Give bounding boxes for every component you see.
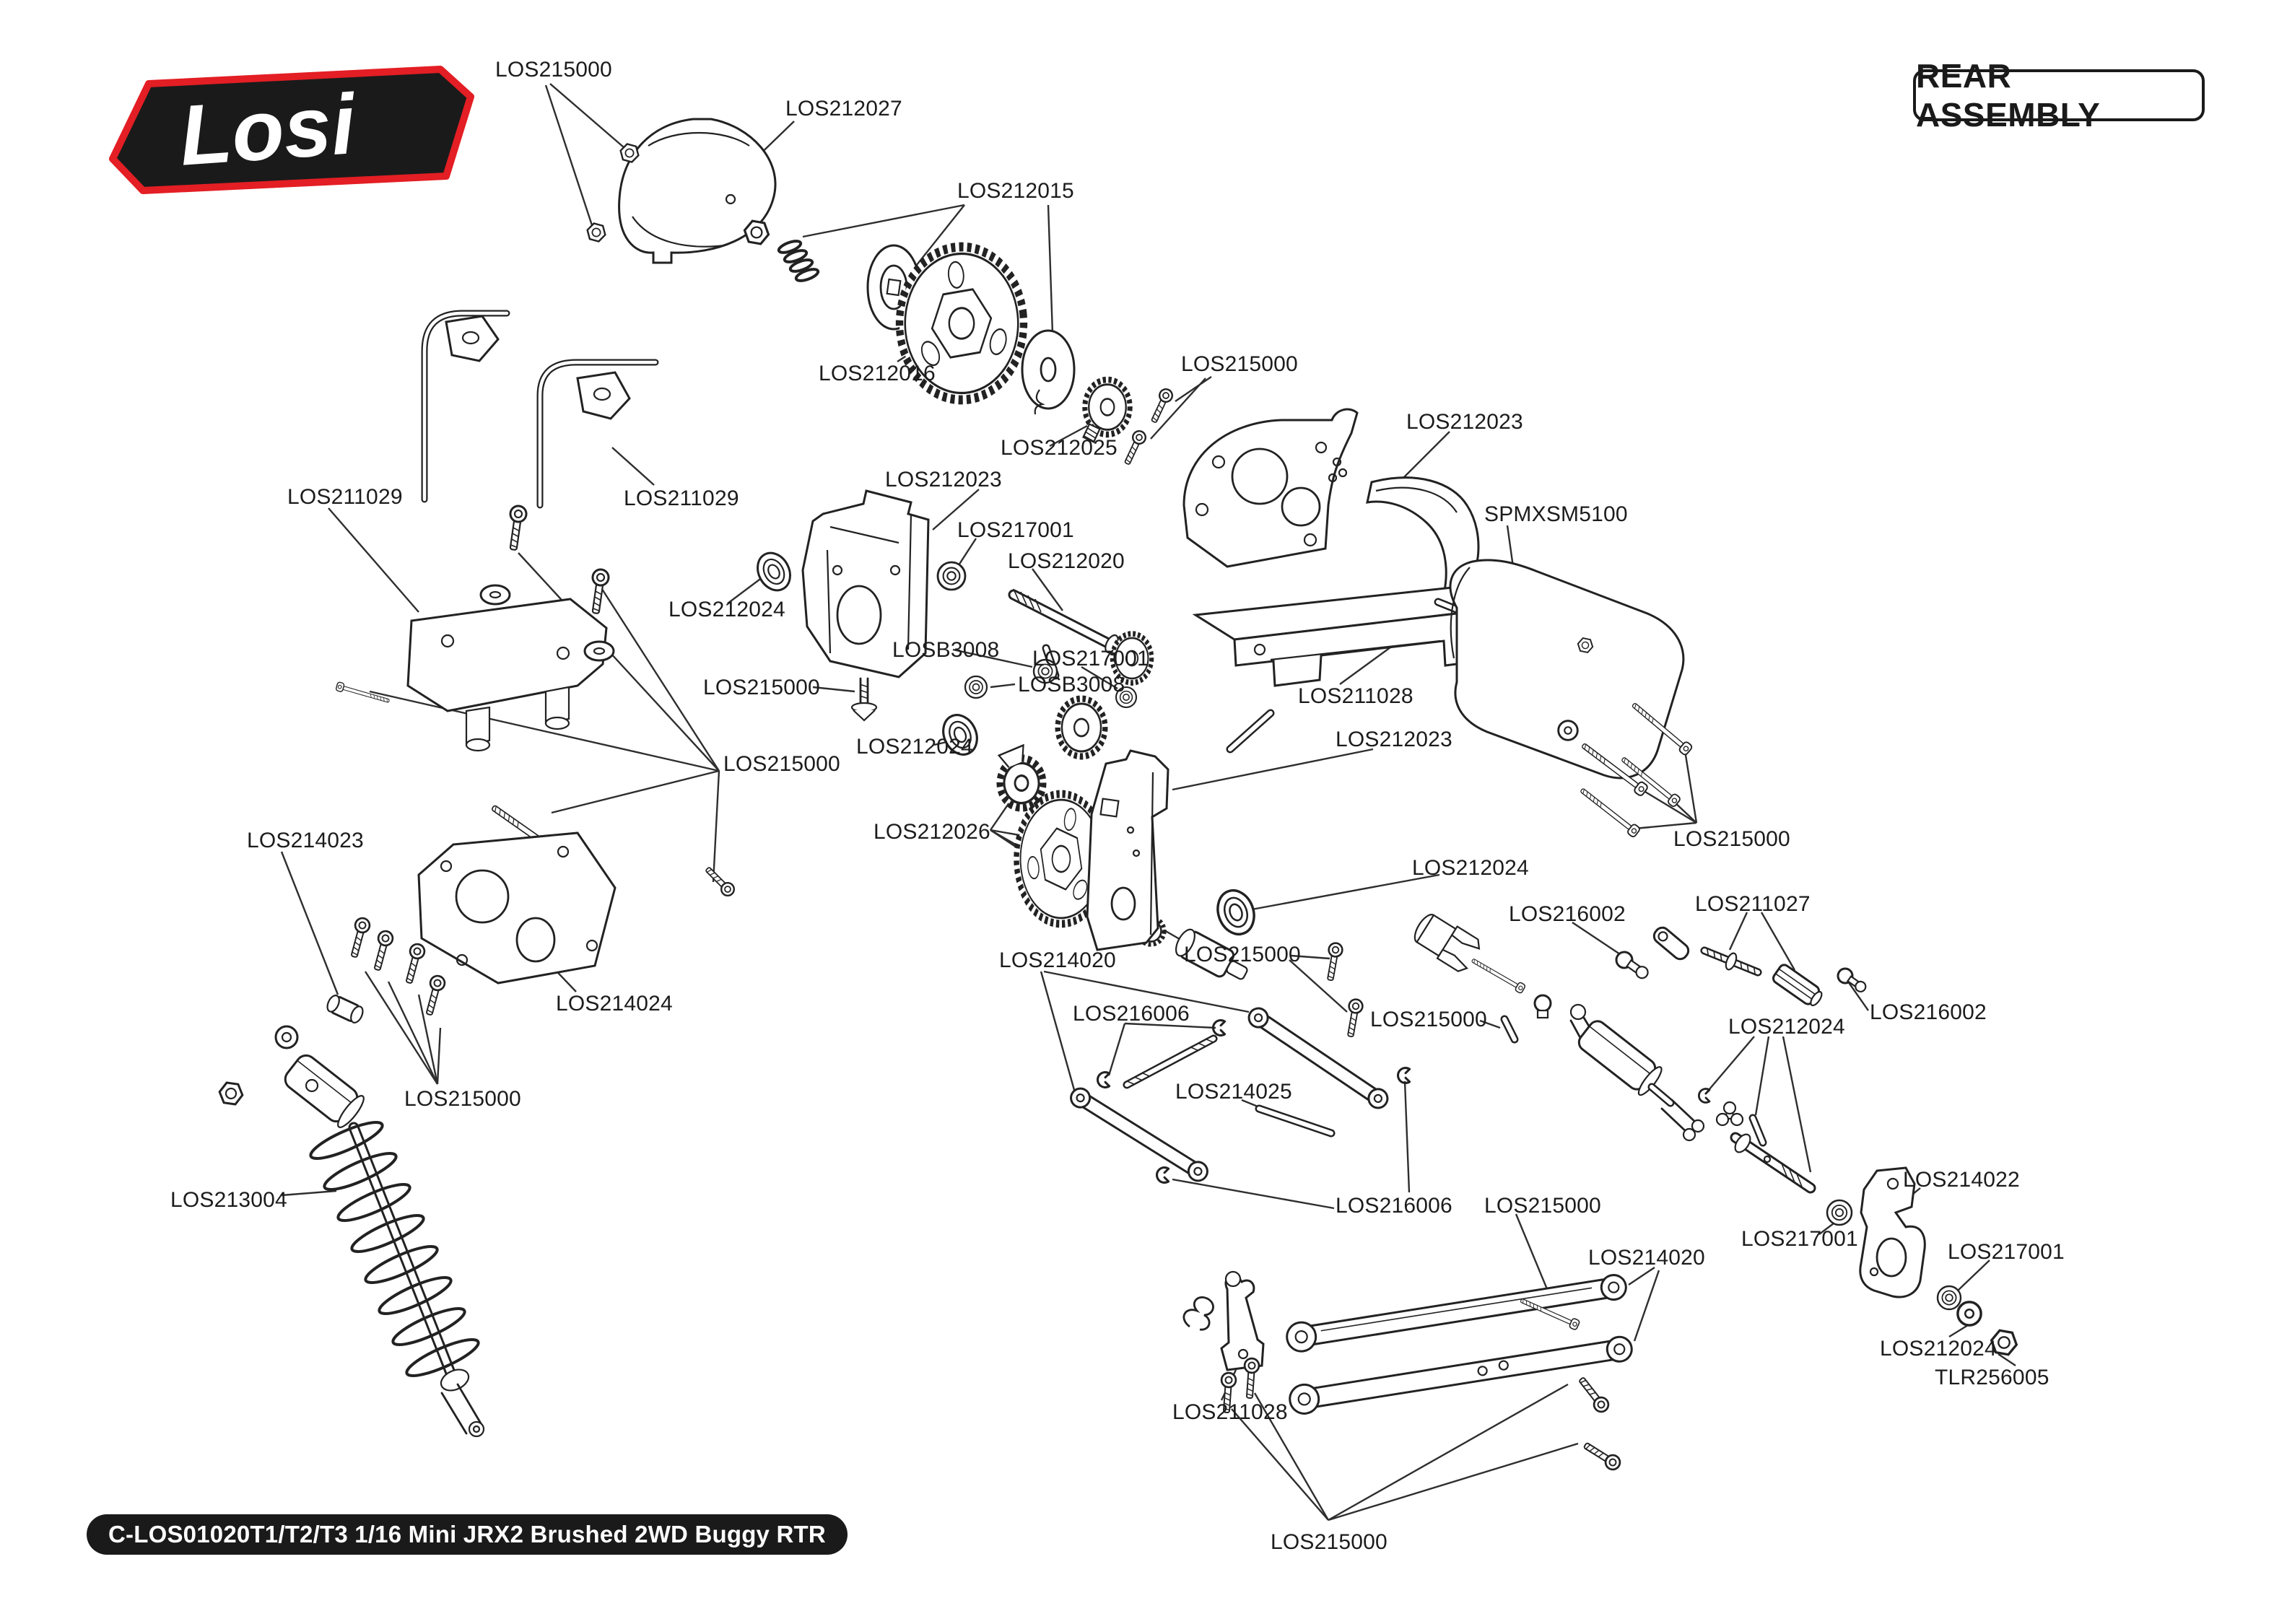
part-label: LOS216006 (1336, 1194, 1452, 1218)
part-label: LOS212024 (1412, 856, 1529, 880)
part-label: LOS217001 (1032, 647, 1149, 671)
part-label: LOS214024 (556, 992, 673, 1016)
body-mount-bracket-drawing (335, 504, 738, 899)
losi-logo-text: Losi (177, 77, 360, 184)
part-label: LOS212023 (1336, 728, 1452, 751)
part-label: LOS212016 (819, 362, 936, 385)
part-label: LOS212023 (1406, 410, 1523, 434)
part-label: LOS216002 (1509, 902, 1626, 926)
part-label: LOS215000 (404, 1087, 521, 1111)
slipper-spur-assembly-drawing (741, 219, 1175, 468)
losi-logo: Losi (109, 66, 474, 194)
part-label: LOSB3008 (1018, 673, 1125, 697)
part-label: LOS216002 (1870, 1000, 1987, 1024)
gearbox-case-drawing (801, 489, 930, 678)
part-label: LOS211029 (287, 485, 403, 509)
motor-plate-drawing (1182, 408, 1480, 619)
page-title: REAR ASSEMBLY (1916, 57, 2101, 134)
footer-product-badge: C-LOS01020T1/T2/T3 1/16 Mini JRX2 Brushe… (87, 1514, 848, 1555)
right-shock-axle-hub-drawing (1569, 1003, 2020, 1357)
part-label: LOS213004 (170, 1188, 287, 1212)
part-label: LOS215000 (1181, 352, 1298, 376)
part-label: LOS217001 (1948, 1240, 2065, 1264)
rear-assembly-title-box: REAR ASSEMBLY (1913, 57, 2205, 134)
camber-links-drawing (1070, 1007, 1411, 1184)
part-label: LOS216006 (1073, 1002, 1190, 1026)
part-label: LOS215000 (1184, 943, 1301, 966)
part-label: LOS211027 (1695, 892, 1811, 916)
part-label: LOS214023 (247, 829, 364, 852)
part-label: SPMXSM5100 (1484, 502, 1628, 526)
part-label: LOS212026 (874, 820, 990, 844)
part-label: LOS212027 (785, 97, 902, 121)
part-label: LOS215000 (703, 676, 820, 699)
bulkhead-screws-drawing (1323, 940, 1365, 1039)
gear-cover-drawing (584, 118, 777, 264)
left-shock-assembly-drawing (217, 831, 617, 1438)
body-mount-wires-drawing (421, 310, 659, 509)
part-label: LOS215000 (1673, 827, 1790, 851)
part-label: LOS212023 (885, 468, 1002, 492)
lower-arms-drawing (1182, 1270, 1633, 1473)
part-label: LOS212024 (1880, 1337, 1997, 1361)
footer-product-code: C-LOS01020T1/T2/T3 1/16 Mini JRX2 Brushe… (108, 1521, 826, 1547)
part-label: TLR256005 (1935, 1366, 2049, 1389)
part-label: LOS212024 (668, 598, 785, 621)
driveline-drawing (1413, 914, 1867, 1044)
part-label: LOS211028 (1298, 684, 1413, 708)
part-label: LOS215000 (1484, 1194, 1601, 1218)
part-label: LOS212015 (957, 179, 1074, 203)
differential-drawing (750, 546, 1275, 980)
part-label: LOSB3008 (892, 638, 1000, 662)
part-label: LOS215000 (723, 752, 840, 776)
part-label: LOS215000 (495, 58, 612, 82)
part-label: LOS214022 (1903, 1168, 2020, 1192)
part-label: LOS215000 (1271, 1530, 1388, 1554)
part-label: LOS212024 (856, 735, 973, 759)
part-label: LOS211028 (1172, 1400, 1288, 1424)
part-label: LOS217001 (957, 518, 1074, 542)
rear-bulkhead-drawing (1086, 749, 1169, 951)
part-label: LOS212024 (1728, 1015, 1845, 1039)
top-shaft-drawing (850, 561, 1151, 756)
part-label: LOS214025 (1175, 1080, 1292, 1104)
part-label: LOS212025 (1001, 436, 1118, 460)
part-label: LOS215000 (1370, 1008, 1487, 1031)
part-label: LOS211029 (624, 486, 739, 510)
part-label: LOS217001 (1741, 1227, 1858, 1251)
motor-drawing (1434, 559, 1685, 780)
part-label: LOS214020 (1588, 1246, 1705, 1270)
part-label: LOS212020 (1008, 549, 1125, 573)
part-label: LOS214020 (999, 948, 1116, 972)
